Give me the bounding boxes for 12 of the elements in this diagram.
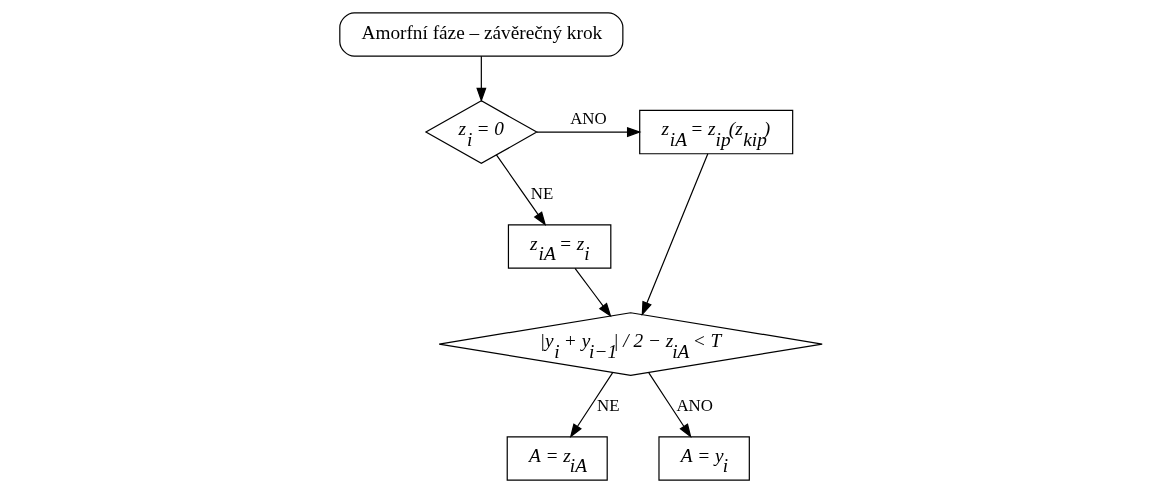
edge-label: ANO <box>570 108 607 128</box>
edge-label: ANO <box>676 395 713 415</box>
arrow <box>648 372 692 439</box>
node-box: Amorfní fáze – závěrečný krok <box>339 12 624 57</box>
edge-label: NE <box>596 395 620 415</box>
arrow <box>574 267 612 318</box>
edge-label: NE <box>530 183 554 203</box>
arrow <box>495 154 547 226</box>
arrow <box>536 127 642 138</box>
arrow <box>569 372 614 439</box>
arrow <box>476 55 487 103</box>
arrow <box>641 153 709 316</box>
